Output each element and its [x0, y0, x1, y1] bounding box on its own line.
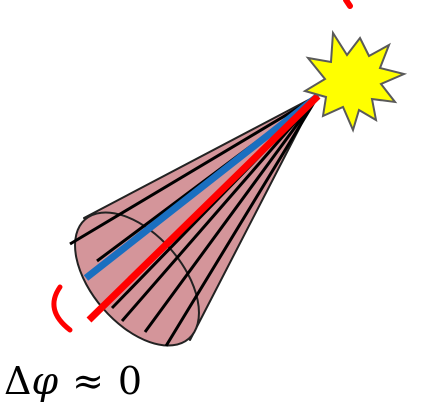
delta-phi-annotation: Δφ ≈0: [4, 359, 142, 403]
particle-track: [164, 95, 320, 347]
blue-track: [83, 93, 321, 281]
incoming-red-mark: [343, 0, 353, 9]
delta-symbol: Δ: [4, 359, 31, 403]
particle-track: [69, 94, 319, 246]
starburst-icon: [302, 29, 408, 133]
zero-value: 0: [118, 359, 142, 403]
particle-track: [120, 95, 320, 322]
curved-arc-mark: [51, 284, 73, 333]
phi-symbol: φ: [31, 359, 58, 403]
red-track: [86, 93, 321, 323]
particle-track: [143, 95, 320, 333]
approx-symbol: ≈: [72, 359, 104, 403]
